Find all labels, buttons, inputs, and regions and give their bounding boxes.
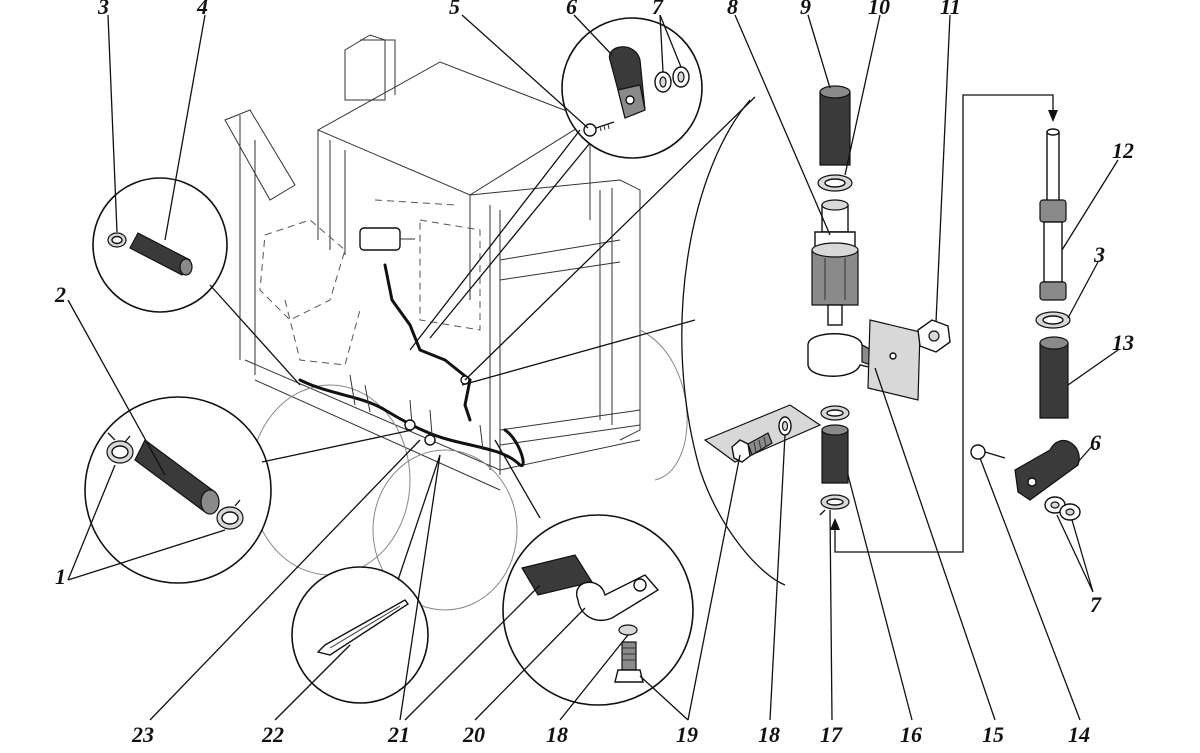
- callout-6-right: 6: [1090, 430, 1101, 455]
- connection-arrow-path: [830, 94, 1058, 553]
- callout-20: 20: [462, 722, 485, 747]
- callout-17: 17: [820, 722, 843, 747]
- fuel-filter-assembly: [807, 85, 951, 516]
- callout-1: 1: [55, 564, 66, 589]
- callout-5: 5: [449, 0, 460, 19]
- callout-19: 19: [676, 722, 698, 747]
- detail-circle-hose-4: [92, 177, 301, 386]
- callout-22: 22: [261, 722, 284, 747]
- callout-7-top: 7: [652, 0, 664, 19]
- callout-10: 10: [868, 0, 890, 19]
- callout-8: 8: [727, 0, 738, 19]
- callout-12: 12: [1112, 138, 1134, 163]
- callout-6-top: 6: [566, 0, 577, 19]
- callout-11: 11: [940, 0, 961, 19]
- callout-18-center: 18: [758, 722, 780, 747]
- detail-circle-bracket-20: [494, 439, 694, 706]
- callout-16: 16: [900, 722, 922, 747]
- callout-13: 13: [1112, 330, 1134, 355]
- callout-9: 9: [800, 0, 811, 19]
- callout-3-top: 3: [97, 0, 109, 19]
- pipe-assembly-right: [970, 128, 1081, 521]
- detail-circle-hose-2: [84, 396, 413, 584]
- callout-14: 14: [1068, 722, 1090, 747]
- enlargement-arc: [461, 96, 786, 586]
- callout-15: 15: [982, 722, 1004, 747]
- callout-2: 2: [54, 282, 66, 307]
- callout-18-bottom: 18: [546, 722, 568, 747]
- callout-4: 4: [196, 0, 208, 19]
- bolt-washer-set: [703, 404, 822, 463]
- callout-7-right: 7: [1090, 592, 1102, 617]
- callout-21: 21: [387, 722, 410, 747]
- detail-circle-tie-22: [291, 454, 441, 704]
- fuel-line-routing: [298, 263, 525, 467]
- callout-numbers: 3 4 5 6 7 8 9 10 11 12 3 13 6 7 2 1 23 2…: [54, 0, 1134, 747]
- callout-23: 23: [131, 722, 154, 747]
- callout-3-right: 3: [1093, 242, 1105, 267]
- leader-lines: [67, 14, 1119, 721]
